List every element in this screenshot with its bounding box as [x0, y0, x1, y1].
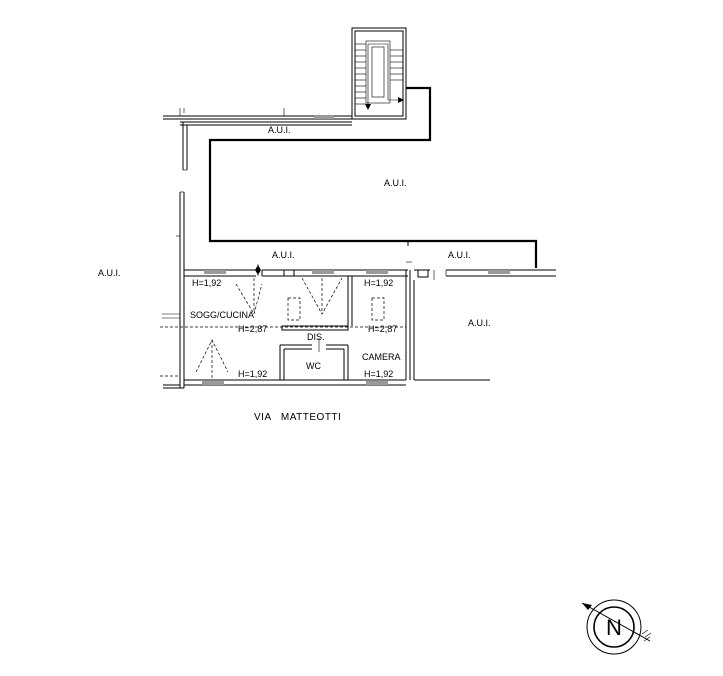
room-dis-label: DIS.	[307, 332, 325, 342]
height-label: H=1,92	[364, 369, 393, 379]
room-camera-label: CAMERA	[362, 352, 401, 362]
property-boundary	[208, 86, 538, 268]
aui-right-label: A.U.I.	[468, 318, 491, 328]
height-label: H=2,87	[238, 324, 267, 334]
height-label: H=1,92	[238, 369, 267, 379]
height-label: H=2,87	[368, 324, 397, 334]
aui-left-label: A.U.I.	[98, 268, 121, 278]
aui-center-label: A.U.I.	[384, 178, 407, 188]
height-label: H=1,92	[192, 278, 221, 288]
room-wc-label: WC	[306, 361, 321, 371]
staircase	[351, 27, 407, 120]
aui-top-corridor-label: A.U.I.	[268, 125, 291, 135]
left-walls	[162, 191, 185, 388]
street-label: VIA MATTEOTTI	[254, 412, 341, 423]
dashed-projections	[160, 277, 406, 378]
north-compass: N	[581, 599, 652, 655]
room-sogg-cucina-label: SOGG/CUCINA	[190, 310, 254, 320]
height-label: H=1,92	[364, 278, 393, 288]
aui-mid-left-label: A.U.I.	[272, 250, 295, 260]
apartment-walls	[163, 241, 556, 389]
stair-treads	[355, 43, 403, 105]
compass-north-letter: N	[606, 615, 622, 640]
entry-door	[255, 264, 261, 276]
upper-walls	[163, 108, 352, 171]
labels: A.U.I. A.U.I. A.U.I. A.U.I. A.U.I. A.U.I…	[98, 125, 491, 423]
aui-mid-right-label: A.U.I.	[448, 250, 471, 260]
